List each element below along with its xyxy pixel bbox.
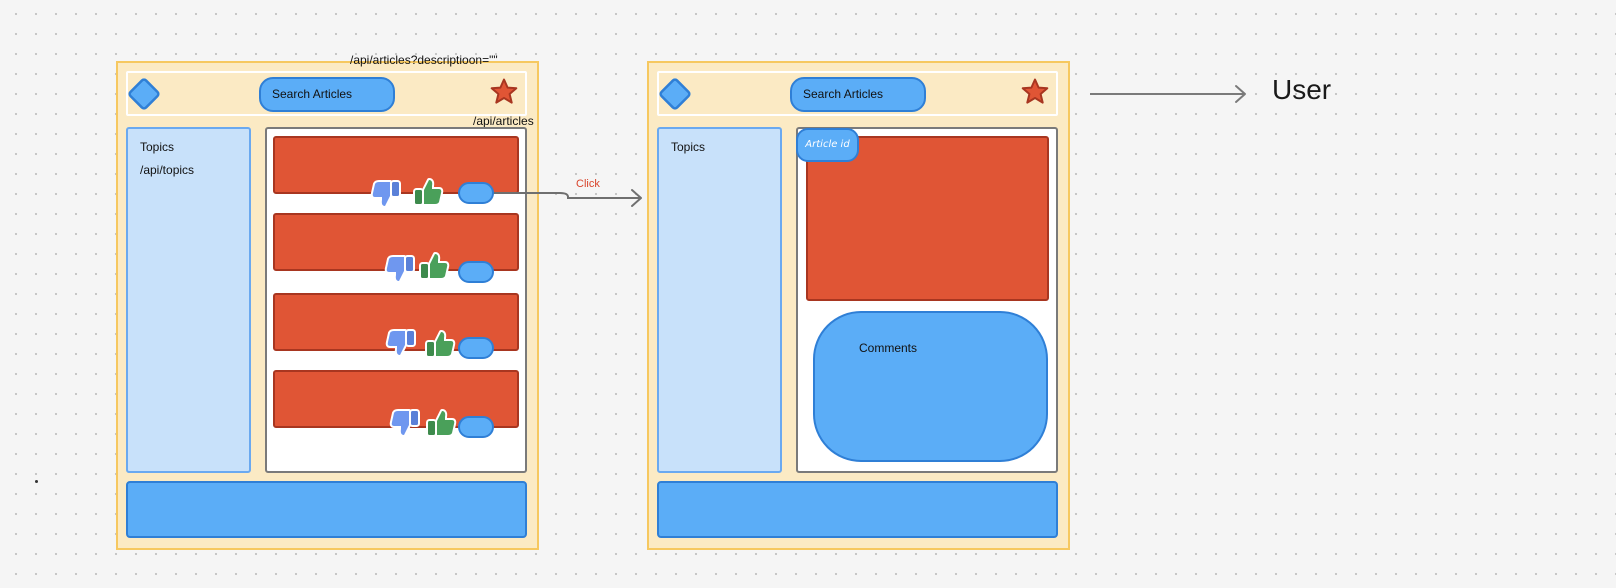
- star-icon[interactable]: [1020, 77, 1050, 107]
- user-label: User: [1272, 74, 1332, 105]
- topics-sidebar: Topics: [657, 127, 782, 473]
- read-article-button[interactable]: [458, 182, 494, 204]
- topics-title: Topics: [140, 140, 175, 154]
- search-articles-input[interactable]: Search Articles: [790, 77, 926, 112]
- read-article-button[interactable]: [458, 416, 494, 438]
- comments-label: Comments: [859, 341, 918, 355]
- canvas-dot: [35, 480, 38, 483]
- frame-list-footer: [126, 481, 527, 538]
- article-body: [806, 136, 1049, 301]
- topics-title: Topics: [671, 140, 706, 154]
- frame-detail-footer: [657, 481, 1058, 538]
- topics-sidebar: Topics /api/topics: [126, 127, 251, 473]
- read-article-button[interactable]: [458, 261, 494, 283]
- click-label: Click: [576, 178, 600, 190]
- search-articles-input[interactable]: Search Articles: [259, 77, 395, 112]
- search-endpoint-label: /api/articles?descriptioon="": [350, 53, 498, 67]
- read-article-button[interactable]: [458, 337, 494, 359]
- diamond-icon[interactable]: [655, 74, 695, 114]
- article-id-badge: Article id: [796, 128, 859, 162]
- topics-endpoint-label: /api/topics: [140, 163, 195, 177]
- comments-section: Comments: [813, 311, 1048, 462]
- articles-endpoint-label: /api/articles: [473, 114, 534, 128]
